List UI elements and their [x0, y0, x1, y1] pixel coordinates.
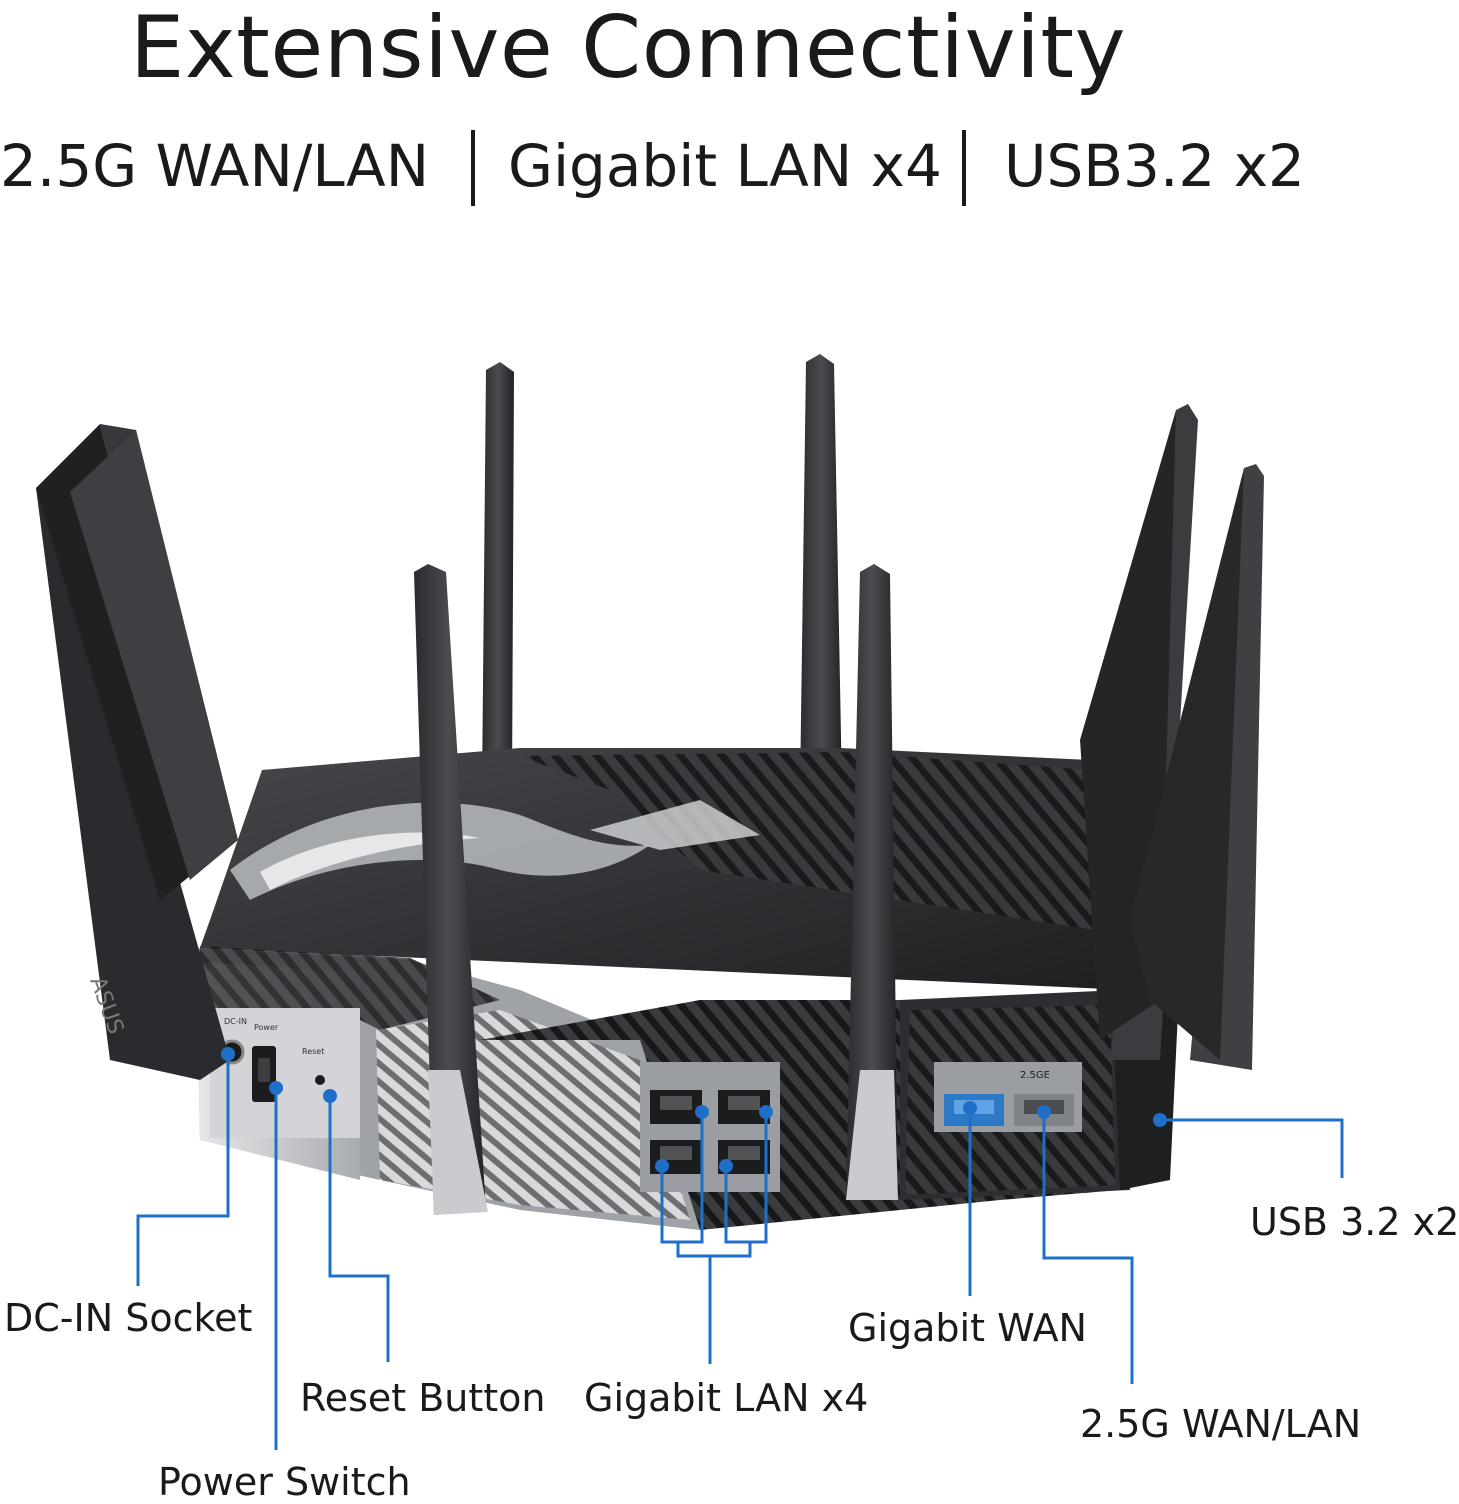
antenna — [1080, 404, 1264, 1070]
callout-power-switch: Power Switch — [158, 1460, 411, 1504]
callout-reset-button: Reset Button — [300, 1376, 546, 1420]
wan-port-block: 2.5GE — [934, 1062, 1082, 1132]
power-mark: Power — [254, 1023, 279, 1032]
antenna — [414, 564, 898, 1215]
page-title: Extensive Connectivity — [129, 0, 1127, 98]
callout-gigabit-wan: Gigabit WAN — [848, 1306, 1087, 1350]
feature-separator — [471, 130, 475, 206]
callout-25g-wan-lan: 2.5G WAN/LAN — [1080, 1402, 1362, 1446]
feature-25g-wan-lan: 2.5G WAN/LAN — [0, 132, 430, 200]
callout-lines — [136, 1054, 1344, 1450]
callout-usb32: USB 3.2 x2 — [1250, 1200, 1459, 1244]
feature-strip: 2.5G WAN/LAN Gigabit LAN x4 USB3.2 x2 — [0, 130, 1436, 210]
callout-dc-in-socket: DC-IN Socket — [4, 1296, 253, 1340]
router-top-panel — [200, 748, 1130, 990]
antenna — [482, 354, 842, 790]
lan-port-block — [640, 1062, 780, 1192]
callout-dots — [221, 1047, 1167, 1173]
feature-gigabit-lan: Gigabit LAN x4 — [508, 132, 942, 200]
feature-usb32: USB3.2 x2 — [1004, 132, 1305, 200]
dc-in-mark: DC-IN — [224, 1017, 247, 1026]
callout-gigabit-lan: Gigabit LAN x4 — [584, 1376, 869, 1420]
antenna: ASUS — [36, 424, 238, 1080]
rear-port-panel: DC-IN Power Reset — [210, 1008, 360, 1138]
reset-mark: Reset — [302, 1047, 324, 1056]
port-25g-mark: 2.5GE — [1020, 1070, 1050, 1081]
feature-separator — [962, 130, 966, 206]
